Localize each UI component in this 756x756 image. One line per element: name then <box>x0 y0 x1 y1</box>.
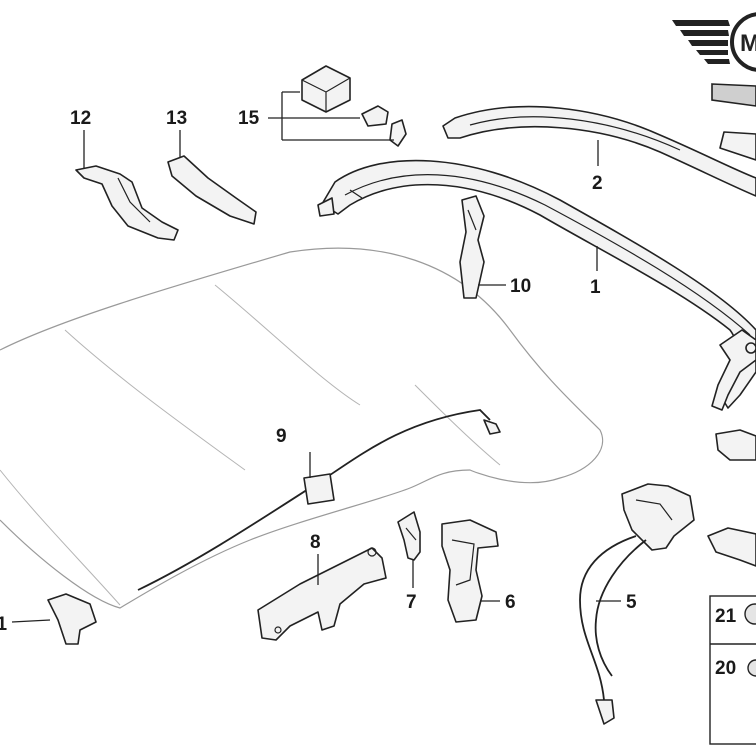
callout-6-label: 6 <box>505 592 516 613</box>
part-15-parts-kit <box>301 65 407 147</box>
callout-10-label: 10 <box>510 276 531 297</box>
part-5-latch-assembly <box>579 483 695 725</box>
part-edge-strips <box>711 83 756 161</box>
side-panel-item-20: 20 <box>715 658 736 679</box>
callout-15-leader <box>268 91 394 141</box>
side-panel: 21 20 <box>709 595 756 745</box>
part-7-small-hinge <box>397 511 421 561</box>
callout-6: 6 <box>480 592 516 613</box>
grommet-icon <box>747 659 756 677</box>
callout-15: 15 <box>238 91 394 141</box>
callout-7-label: 7 <box>406 592 417 613</box>
callout-11-label: 11 <box>0 614 8 635</box>
callout-8-label: 8 <box>310 532 321 553</box>
part-12-hinge-arm <box>75 165 179 241</box>
part-9-cable <box>137 409 501 591</box>
callout-2: 2 <box>592 140 603 194</box>
logo-wings <box>672 20 730 64</box>
part-8-long-bracket <box>257 547 387 641</box>
logo-ring <box>730 12 756 72</box>
part-right-edge-brackets <box>707 429 756 567</box>
callout-5-label: 5 <box>626 592 637 613</box>
callout-8: 8 <box>310 532 321 585</box>
callout-11-leader <box>11 619 51 623</box>
callout-1-label: 1 <box>590 277 601 298</box>
callout-9-label: 9 <box>276 426 287 447</box>
callout-13-label: 13 <box>166 108 187 129</box>
callout-1: 1 <box>590 246 601 298</box>
callout-12-label: 12 <box>70 108 91 129</box>
washer-icon <box>744 603 756 625</box>
soft-top-roof <box>0 247 604 609</box>
callout-15-label: 15 <box>238 108 260 129</box>
callout-2-label: 2 <box>592 173 603 194</box>
part-10-pillar-bracket <box>459 195 485 299</box>
part-13-trim-strip <box>167 155 257 225</box>
callout-5: 5 <box>596 592 637 613</box>
logo-text: MINI <box>740 30 756 57</box>
side-panel-item-21: 21 <box>715 606 737 627</box>
callout-10: 10 <box>478 276 531 297</box>
part-11-small-bracket <box>47 593 97 645</box>
callout-9: 9 <box>276 426 311 478</box>
part-6-latch-housing <box>441 519 499 623</box>
callout-11: 11 <box>0 614 51 635</box>
part-2-upper-rail <box>442 105 756 197</box>
callout-12: 12 <box>70 108 91 168</box>
callout-13: 13 <box>166 108 187 158</box>
mini-logo: MINI <box>672 12 756 72</box>
callout-7: 7 <box>406 560 417 613</box>
part-1-roof-frame <box>317 159 756 411</box>
